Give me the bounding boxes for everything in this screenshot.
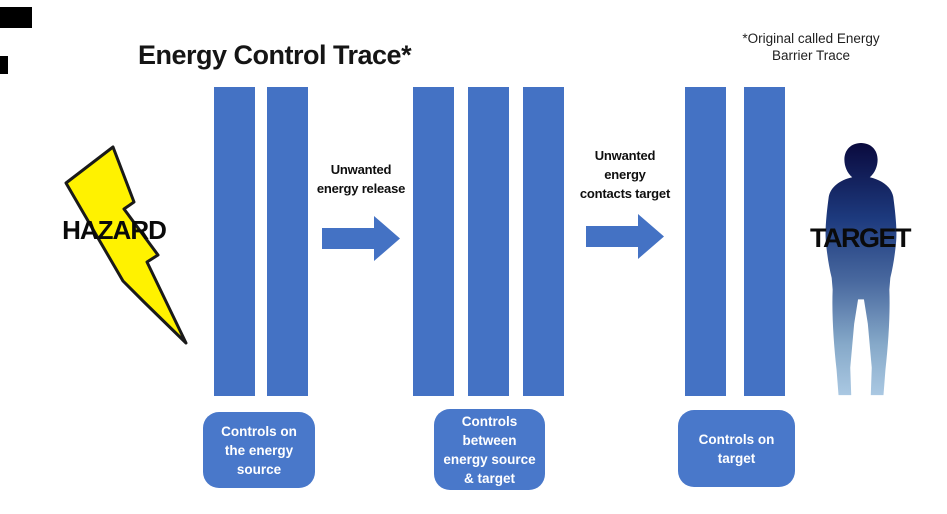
arrow2-label-line-1: Unwanted: [594, 148, 656, 163]
box1-line-2: the energy: [224, 442, 294, 458]
controls-on-source-box: Controls on the energy source: [203, 412, 315, 488]
arrow1-label-line-2: energy release: [316, 181, 406, 196]
box3-line-1: Controls on: [698, 431, 775, 447]
arrow2-label-line-3: contacts target: [579, 186, 671, 201]
arrow2-label: Unwanted energy contacts target: [563, 146, 687, 203]
barrier-bar: [468, 87, 509, 396]
hazard-label: HAZARD: [62, 215, 167, 245]
barrier-bar: [523, 87, 564, 396]
footnote-line-1: *Original called Energy: [742, 31, 880, 46]
barrier-bar: [744, 87, 785, 396]
box3-line-2: target: [717, 450, 756, 466]
right-arrow-icon: [322, 216, 400, 261]
barrier-bar: [214, 87, 255, 396]
box2-line-2: between: [462, 432, 517, 448]
arrow1-label: Unwanted energy release: [301, 160, 421, 198]
target-label: TARGET: [810, 223, 912, 253]
footnote: *Original called Energy Barrier Trace: [700, 30, 922, 64]
corner-artifact-top: [0, 7, 32, 28]
barrier-bar: [267, 87, 308, 396]
box1-line-3: source: [236, 461, 282, 477]
barrier-bar: [413, 87, 454, 396]
controls-between-box: Controls between energy source & target: [434, 409, 545, 490]
controls-on-target-box: Controls on target: [678, 410, 795, 487]
box2-line-4: & target: [463, 470, 515, 486]
box1-line-1: Controls on: [221, 423, 297, 439]
lightning-bolt-icon: [64, 145, 188, 345]
barrier-bar: [685, 87, 726, 396]
right-arrow-icon: [586, 214, 664, 259]
page-title: Energy Control Trace*: [138, 40, 412, 70]
box2-line-1: Controls: [461, 413, 518, 429]
arrow2-label-line-2: energy: [604, 167, 646, 182]
footnote-line-2: Barrier Trace: [771, 48, 851, 63]
arrow1-label-line-1: Unwanted: [330, 162, 392, 177]
corner-artifact-lower: [0, 56, 8, 74]
box2-line-3: energy source: [443, 451, 536, 467]
person-silhouette-icon: [825, 143, 897, 396]
